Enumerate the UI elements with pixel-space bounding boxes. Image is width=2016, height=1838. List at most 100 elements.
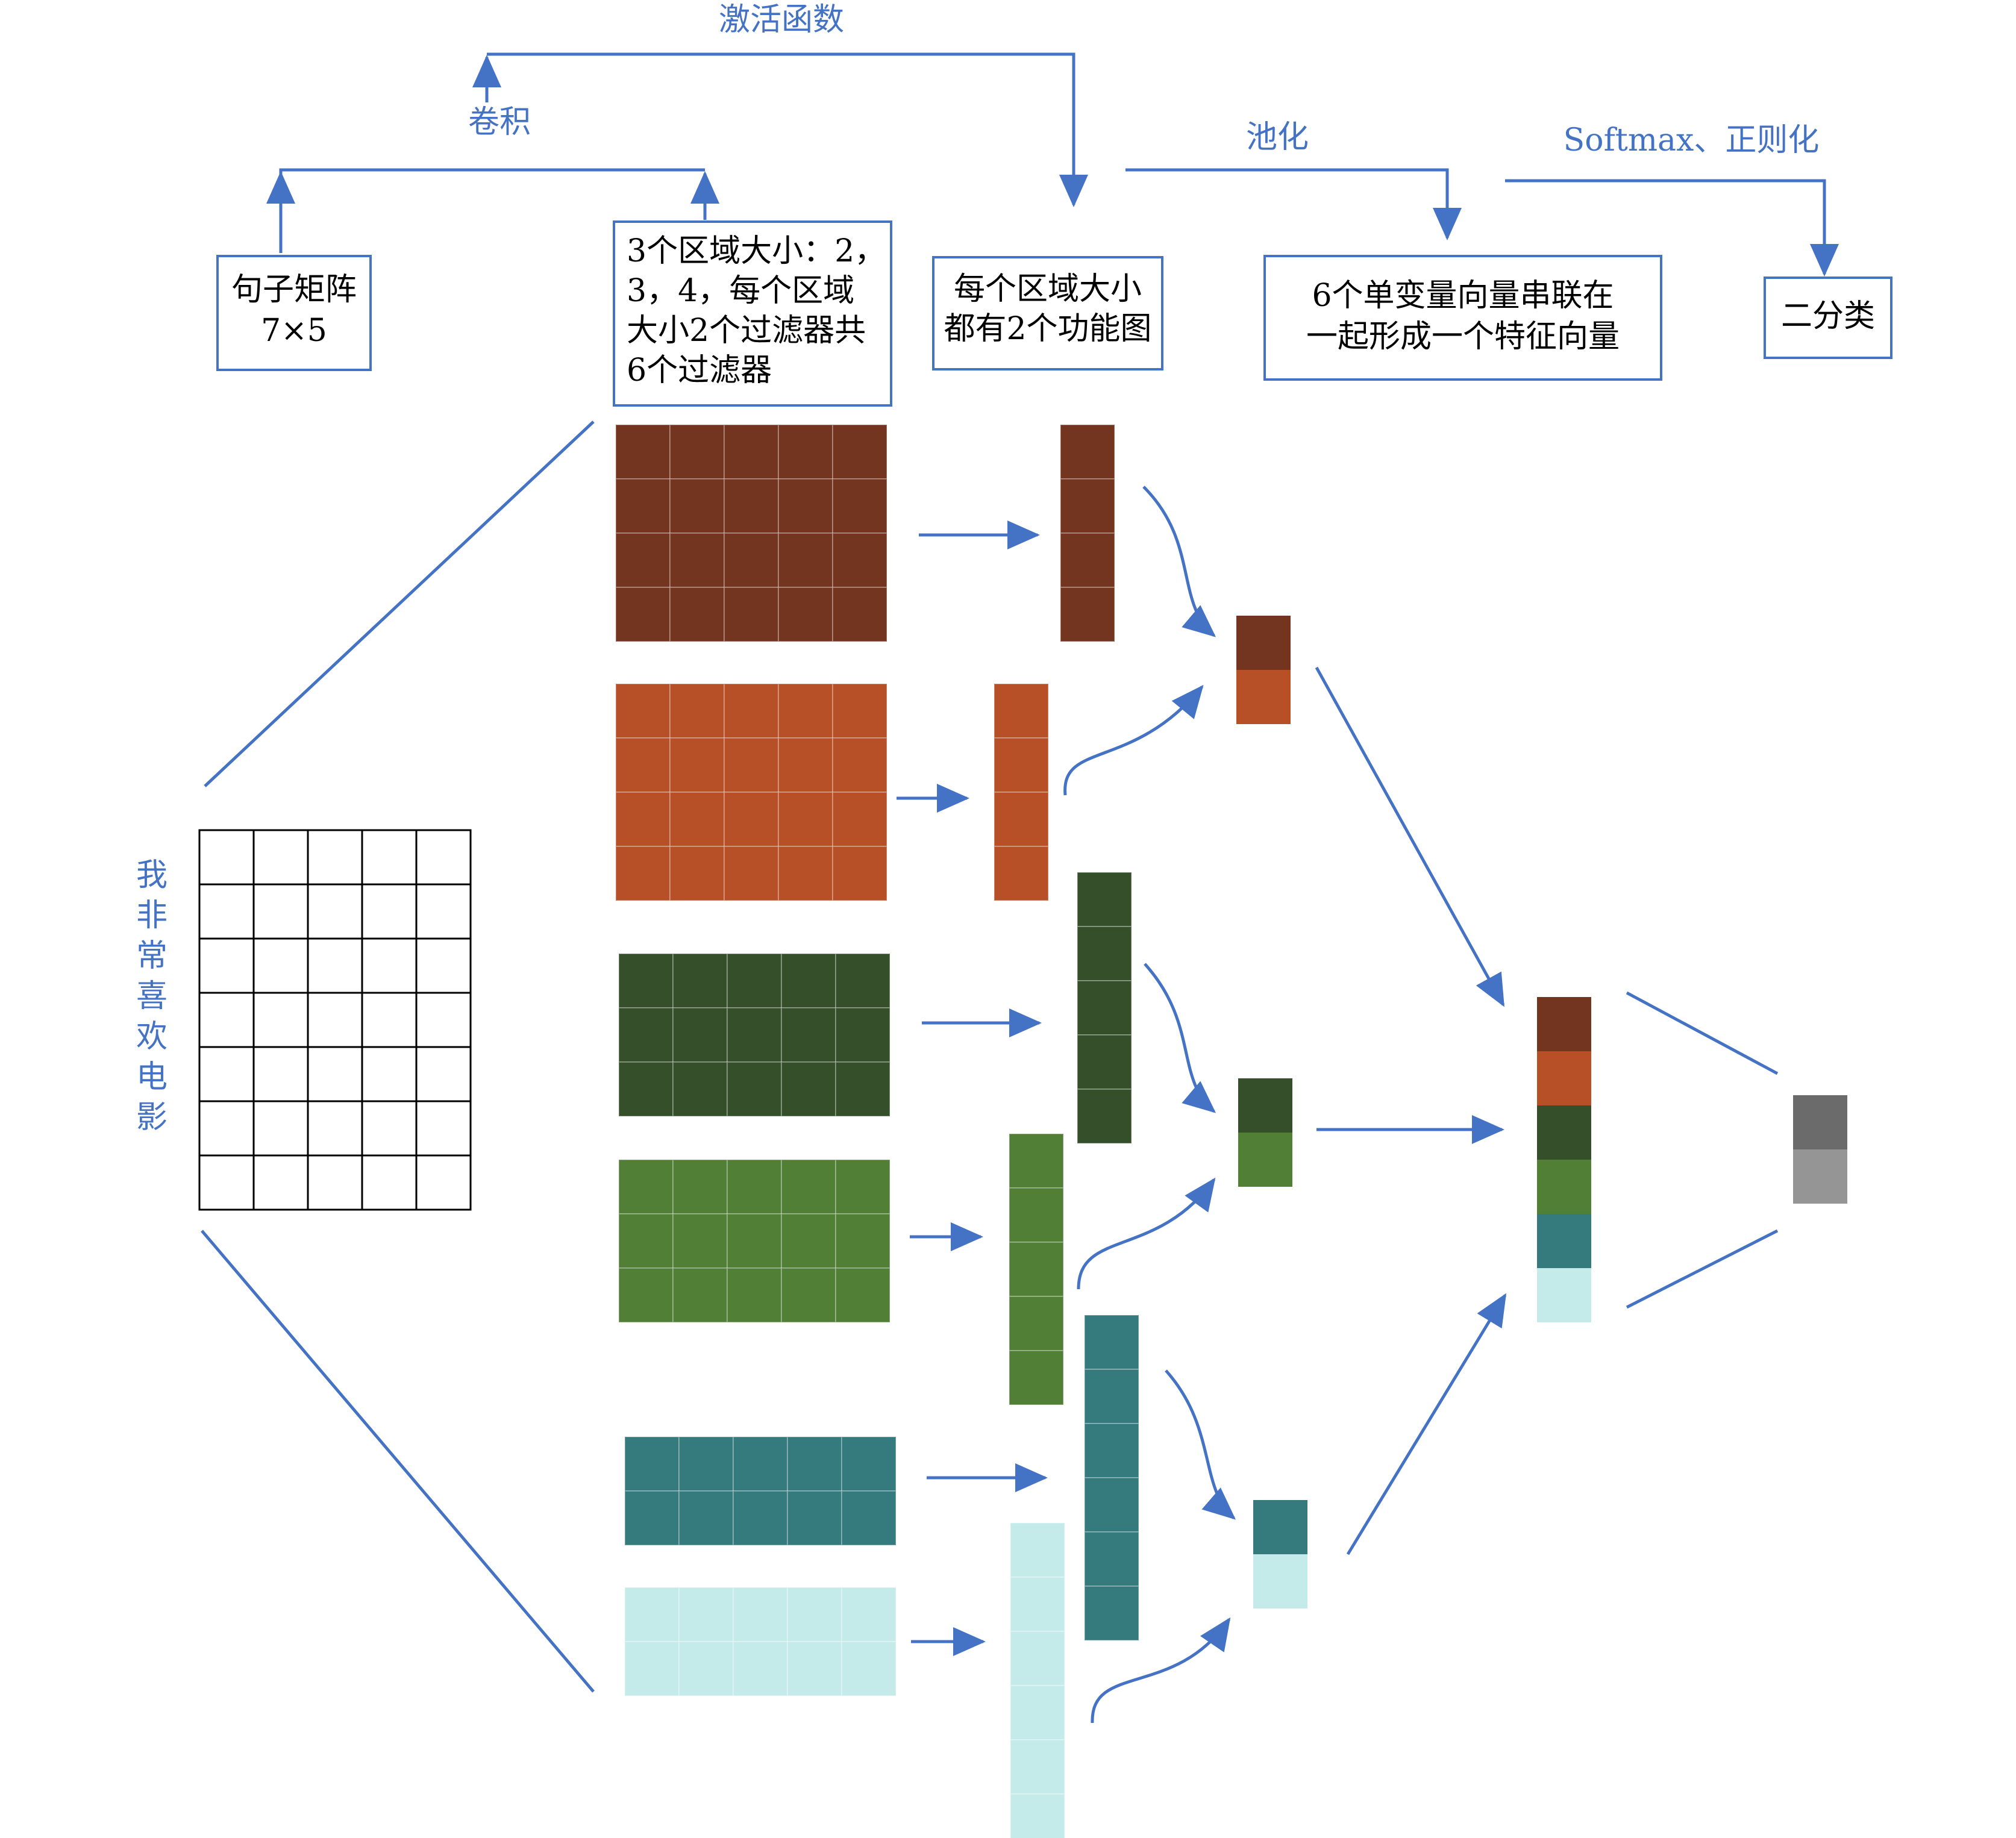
filter-cell (618, 1213, 674, 1269)
filter-cell (841, 1490, 897, 1546)
filter-cell (669, 424, 725, 480)
converge-line-top (1626, 991, 1779, 1075)
feature-map-6 (1010, 1522, 1065, 1838)
filter-cell (615, 478, 671, 534)
filter-cell (835, 1159, 891, 1214)
label-softmax: Softmax、正则化 (1564, 122, 1820, 158)
feature-map-cell (994, 737, 1049, 793)
sentence-matrix-cell (361, 829, 418, 886)
filter-cell (787, 1490, 842, 1546)
label-convolution: 卷积 (468, 104, 531, 140)
feature-map-cell (1010, 1522, 1065, 1578)
box-filters-line: 3，4，每个区域 (627, 273, 854, 309)
filter-cell (832, 533, 887, 588)
box-sentence-matrix-line: 句子矩阵 (231, 272, 357, 308)
feature-map-cell (1010, 1685, 1065, 1740)
filter-cell (624, 1587, 680, 1642)
box-feature-maps-line: 每个区域大小 (954, 271, 1142, 307)
filter-cell (733, 1490, 788, 1546)
connector-softmax (1505, 179, 1839, 277)
filter-cell (724, 587, 779, 642)
filter-cell (672, 953, 728, 1008)
sentence-matrix-cell (307, 1100, 363, 1157)
filter-cell (724, 683, 779, 739)
filter-cell (733, 1641, 788, 1696)
feature-map-cell (994, 792, 1049, 847)
filter-cell (781, 1007, 836, 1063)
filter-cell (835, 1268, 891, 1323)
sentence-matrix-cell (415, 829, 472, 886)
box-concat: 6个单变量向量串联在 一起形成一个特征向量 (1263, 255, 1662, 381)
filter-cell (832, 587, 887, 642)
feature-map-cell (994, 846, 1049, 901)
feature-vector-cell (1537, 997, 1591, 1051)
feature-map-cell (1009, 1133, 1064, 1189)
filter-cell (724, 737, 779, 793)
filter-2 (615, 683, 887, 901)
filter-cell (624, 1490, 680, 1546)
diverge-line-top (204, 420, 595, 787)
converge-line-bottom (1626, 1229, 1779, 1309)
map-to-pooled-arrows (1063, 486, 1236, 1724)
sentence-matrix-cell (198, 1046, 255, 1102)
sentence-matrix-cell (361, 992, 418, 1048)
curve-map5-pooled (1165, 1369, 1236, 1520)
sentence-matrix-cell (361, 1046, 418, 1102)
filter-cell (787, 1587, 842, 1642)
filter-cell (781, 1213, 836, 1269)
filter-cell (832, 478, 887, 534)
filter-cell (678, 1436, 734, 1492)
sentence-char: 我 (136, 857, 167, 893)
arrow-pool3-vector (1346, 1293, 1507, 1555)
filter-5 (624, 1436, 897, 1546)
sentence-matrix-cell (415, 1046, 472, 1102)
pooled-cell (1236, 616, 1291, 670)
filter-cell (727, 953, 782, 1008)
filter-cell (724, 846, 779, 901)
sentence-matrix-cell (198, 883, 255, 940)
filter-cell (672, 1061, 728, 1117)
feature-vector-cell (1537, 1105, 1591, 1160)
box-classify: 二分类 (1764, 277, 1892, 359)
feature-map-cell (1010, 1739, 1065, 1795)
connector-activation (487, 52, 1088, 207)
sentence-char: 喜 (136, 978, 167, 1014)
filter-cell (841, 1436, 897, 1492)
feature-map-cell (1077, 1034, 1132, 1090)
filter-cell (618, 1159, 674, 1214)
filter-cell (624, 1436, 680, 1492)
feature-map-4 (1009, 1133, 1064, 1405)
filter-cell (669, 587, 725, 642)
filter-cell (618, 1007, 674, 1063)
feature-map-cell (1009, 1242, 1064, 1297)
box-filters: 3个区域大小：2， 3，4，每个区域 大小2个过滤器共 6个过滤器 (613, 220, 892, 407)
feature-map-cell (1060, 424, 1115, 480)
sentence-matrix-cell (415, 883, 472, 940)
label-activation: 激活函数 (719, 2, 844, 38)
filter-cell (778, 683, 833, 739)
feature-map-cell (1084, 1369, 1139, 1424)
feature-map-cell (1077, 980, 1132, 1036)
filter-cell (615, 587, 671, 642)
filter-cell (724, 792, 779, 847)
top-flow-connectors (266, 52, 1839, 277)
sentence-matrix-cell (252, 1154, 309, 1211)
filter-cell (835, 1007, 891, 1063)
box-classify-line: 二分类 (1781, 298, 1875, 334)
filter-cell (669, 478, 725, 534)
curve-map3-pooled (1144, 963, 1216, 1113)
pooled-pair-2 (1238, 1078, 1292, 1187)
feature-map-cell (1010, 1793, 1065, 1838)
sentence-matrix-cell (252, 1100, 309, 1157)
curve-map1-pooled (1142, 486, 1216, 637)
feature-map-cell (1084, 1314, 1139, 1370)
filter-cell (727, 1213, 782, 1269)
filter-cell (724, 424, 779, 480)
filter-cell (781, 953, 836, 1008)
feature-map-cell (1077, 926, 1132, 981)
filter-cell (841, 1587, 897, 1642)
sentence-matrix-cell (198, 829, 255, 886)
sentence-matrix-cell (361, 1100, 418, 1157)
filter-cell (727, 1159, 782, 1214)
sentence-matrix-cell (198, 937, 255, 994)
